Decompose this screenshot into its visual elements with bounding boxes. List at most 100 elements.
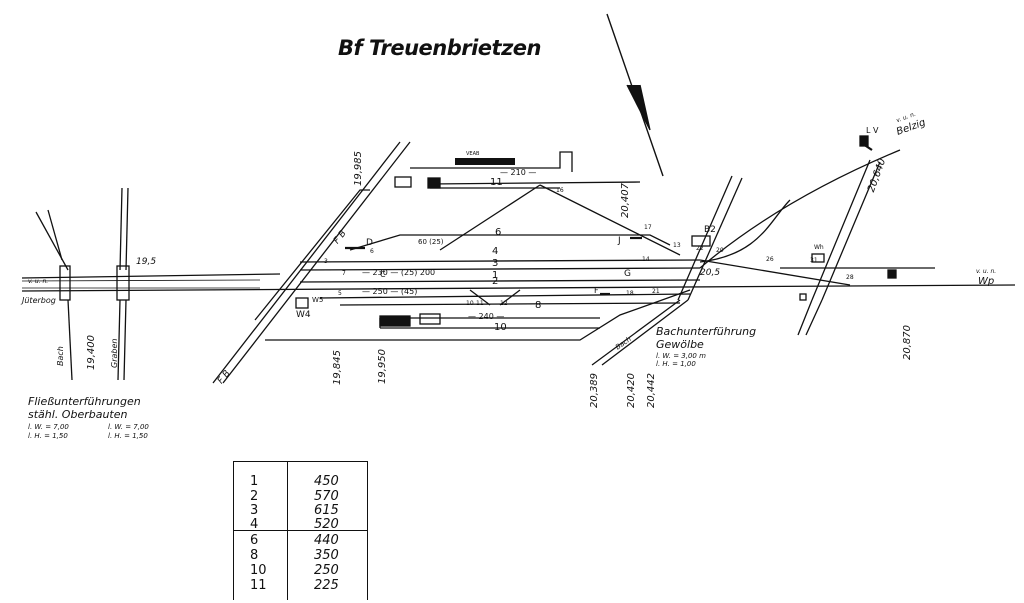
track-number: 11 [490,177,503,188]
track-cell: 6 [250,533,259,548]
switch-number: 18 [626,290,634,297]
km-marker: 20,420 [626,373,637,408]
switch-number: 7 [342,270,346,277]
switch-number: 20 [716,247,724,254]
track-cell: 10 [250,563,267,578]
road-far-right [811,159,871,301]
road-right [677,175,733,301]
km-marker: 19,985 [353,151,364,186]
bach-note: l. W. = 3,00 m [656,352,706,360]
length-label: — 230 — (25) 200 [362,268,436,277]
f-label: F [594,286,599,295]
km-marker: 20,407 [620,183,631,218]
table-row: 10 250 [234,563,367,579]
km-label: 19,5 [136,257,157,267]
km-marker: 20,870 [902,325,913,360]
j-label: J [618,236,621,246]
switch-number: 14 [642,256,650,263]
switch-number: 12 [500,300,508,307]
main-track-upper [21,273,281,279]
dir-label: v. u. n. [976,268,997,275]
km-label: 20,5 [700,268,721,278]
track-cell: 4 [250,517,259,532]
w4-label: W4 [296,310,311,320]
dir-label: Jüterbog [22,296,56,305]
track-number: 3 [492,258,499,269]
d-label: D [366,238,373,248]
bach-line-left [35,211,69,271]
switch-number: 11 [476,300,484,307]
main-track-lower [21,284,1016,292]
track-number: 6 [495,227,502,238]
switch-number: 6 [370,248,374,255]
belzig-branch [699,149,901,269]
length-cell: 450 [314,474,339,489]
fliess-note: l. W. = 7,00 [108,423,149,431]
table-row: 11 225 [234,578,367,594]
track-cell: 11 [250,578,267,593]
km-marker: 19,845 [332,350,343,385]
track-number: 8 [535,300,542,311]
fliess-note: l. H. = 1,50 [28,432,68,440]
track-number: 2 [492,276,499,287]
w5-label: W5 [312,296,324,304]
table-row: 4 520 [234,517,367,533]
switch-number: 26 [766,256,774,263]
table-row: 6 440 [234,533,367,549]
track-number: 4 [492,246,499,257]
switch-number: 28 [846,274,854,281]
track-cell: 2 [250,489,259,504]
length-cell: 440 [314,533,339,548]
length-cell: 225 [314,578,339,593]
bach-label: Bach [56,346,65,366]
km-marker: 19,950 [377,349,388,384]
switch-number: 10 [466,300,474,307]
g-label: G [624,269,631,279]
length-cell: 250 [314,563,339,578]
table-row: 8 350 [234,548,367,564]
length-cell: 570 [314,489,339,504]
table-separator [234,530,367,531]
diagram-title: Bf Treuenbrietzen [338,36,542,60]
km-marker: 20,442 [646,373,657,408]
length-label: — 210 — [500,168,537,177]
table-row: 2 570 [234,489,367,505]
graben-line [119,187,123,271]
switch-number: 17 [644,224,652,231]
w3-label: Wh [814,244,824,251]
dir-label: Wp [978,276,995,287]
table-divider [287,462,288,600]
switch-number: 16 [556,187,564,194]
lv-label: L V [866,126,879,135]
track-cell: 8 [250,548,259,563]
graben-label: Graben [110,338,119,368]
switch-number: 31 [810,257,818,264]
track-number: 10 [494,322,507,333]
fliess-note: stähl. Oberbauten [28,408,128,421]
track-cell: 3 [250,503,259,518]
length-cell: 615 [314,503,339,518]
length-label: 60 (25) [418,238,444,246]
bach-note: Bachunterführung [656,325,757,338]
dir-label: v. u. n. [28,278,49,285]
length-cell: 520 [314,517,339,532]
length-cell: 350 [314,548,339,563]
km-marker: 19,400 [86,335,97,370]
length-label: — 250 — (45) [362,287,418,296]
switch-number: 21 [652,288,660,295]
table-row: 3 615 [234,503,367,519]
b2-label: B2 [704,225,716,235]
c-label: C [380,270,386,279]
switch-number: 22 [696,245,704,252]
bach-note: l. H. = 1,00 [656,360,696,368]
veab-label: VEAB [466,151,480,157]
fliess-note: l. W. = 7,00 [28,423,69,431]
switch-number: 3 [324,258,328,265]
switch-number: 13 [673,242,681,249]
km-marker: 20,389 [589,373,600,408]
fliess-note: Fließunterführungen [28,395,141,408]
